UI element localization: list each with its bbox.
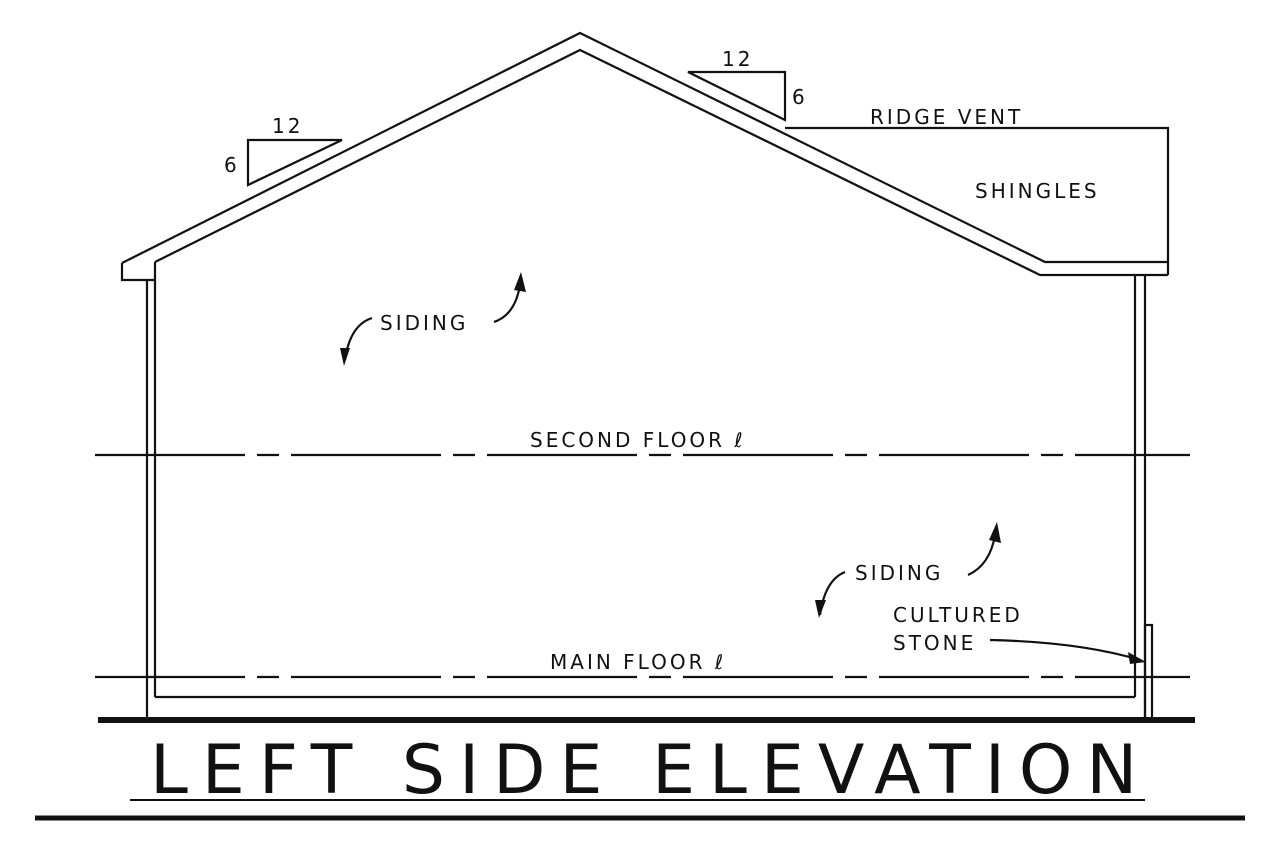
pitch-rise: 6: [792, 85, 808, 109]
shingles-label: SHINGLES: [975, 179, 1100, 203]
drawing-title: LEFT SIDE ELEVATION: [150, 731, 1151, 810]
main-floor-label: MAIN FLOOR ℓ: [550, 650, 726, 674]
cultured-label: CULTURED: [893, 603, 1023, 627]
second-floor-label: SECOND FLOOR ℓ: [530, 428, 746, 452]
pitch-run: 12: [722, 47, 753, 71]
siding-label: SIDING: [855, 561, 943, 585]
ridge-vent-label: RIDGE VENT: [870, 105, 1023, 129]
pitch-symbol-left: 12 6: [224, 114, 343, 187]
siding-callout-upper: SIDING: [340, 272, 526, 366]
pitch-symbol-right: 12 6: [687, 47, 808, 122]
cultured-stone-callout: CULTURED STONE: [893, 603, 1146, 664]
roof: [120, 31, 1170, 282]
walls: [145, 275, 1154, 722]
pitch-run: 12: [272, 114, 303, 138]
siding-callout-lower: SIDING: [815, 522, 1001, 618]
pitch-rise: 6: [224, 153, 240, 177]
stone-label: STONE: [893, 631, 976, 655]
cultured-stone: [1143, 623, 1154, 722]
siding-label: SIDING: [380, 311, 468, 335]
